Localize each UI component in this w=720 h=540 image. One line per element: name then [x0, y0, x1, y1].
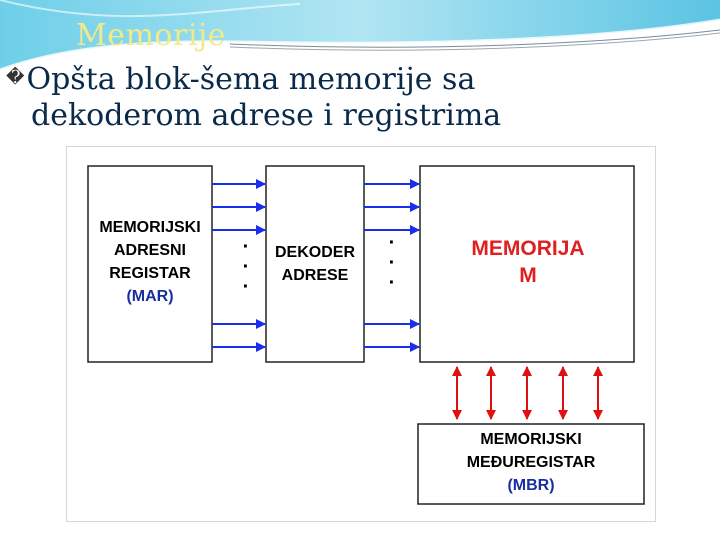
memory-block: MEMORIJA M [419, 165, 635, 363]
mar-label-line-2: ADRESNI [114, 242, 186, 259]
mar-box [87, 165, 213, 363]
mbr-label-line-1: MEMORIJSKI [480, 431, 581, 448]
ellipsis-dot: · [389, 252, 396, 274]
mar-label-abbrev: (MAR) [126, 288, 173, 305]
subtitle-line-1-text: Opšta blok-šema memorije sa [26, 62, 476, 97]
mbr-box [417, 423, 645, 505]
ellipsis-dots-right: · · · [389, 232, 396, 294]
header-swoosh-background [0, 0, 720, 72]
ellipsis-dot: · [243, 256, 250, 278]
ellipsis-dot: · [389, 232, 396, 254]
mbr-block: MEMORIJSKI MEĐUREGISTAR (MBR) [417, 423, 645, 505]
mar-label-line-3: REGISTAR [109, 265, 191, 282]
memory-block-diagram: MEMORIJSKI ADRESNI REGISTAR (MAR) DEKODE… [87, 165, 645, 505]
memory-box [419, 165, 635, 363]
decoder-box [265, 165, 365, 363]
ellipsis-dot: · [389, 272, 396, 294]
ellipsis-dot: · [243, 276, 250, 298]
ellipsis-dots-left: · · · [243, 236, 250, 298]
select-lines-decoder-to-memory [364, 179, 420, 352]
slide-title: Memorije [76, 18, 226, 53]
subtitle-line-2: dekoderom adrese i registrima [31, 98, 502, 133]
memory-label-line-2: M [519, 264, 537, 287]
memory-label-line-1: MEMORIJA [471, 237, 584, 260]
decoder-block: DEKODER ADRESE [265, 165, 365, 363]
mbr-label-abbrev: (MBR) [507, 477, 554, 494]
mar-block: MEMORIJSKI ADRESNI REGISTAR (MAR) [87, 165, 213, 363]
data-lines-memory-mbr [452, 366, 603, 420]
mar-label-line-1: MEMORIJSKI [99, 219, 200, 236]
bullet-glyph: � [6, 67, 25, 88]
slide-subtitle: �Opšta blok-šema memorije sa dekoderom a… [6, 60, 501, 134]
subtitle-line-1: �Opšta blok-šema memorije sa [6, 60, 501, 98]
mbr-label-line-2: MEĐUREGISTAR [467, 454, 596, 471]
address-lines-mar-to-decoder [212, 179, 266, 352]
ellipsis-dot: · [243, 236, 250, 258]
decoder-label-line-2: ADRESE [282, 267, 349, 284]
decoder-label-line-1: DEKODER [275, 244, 355, 261]
